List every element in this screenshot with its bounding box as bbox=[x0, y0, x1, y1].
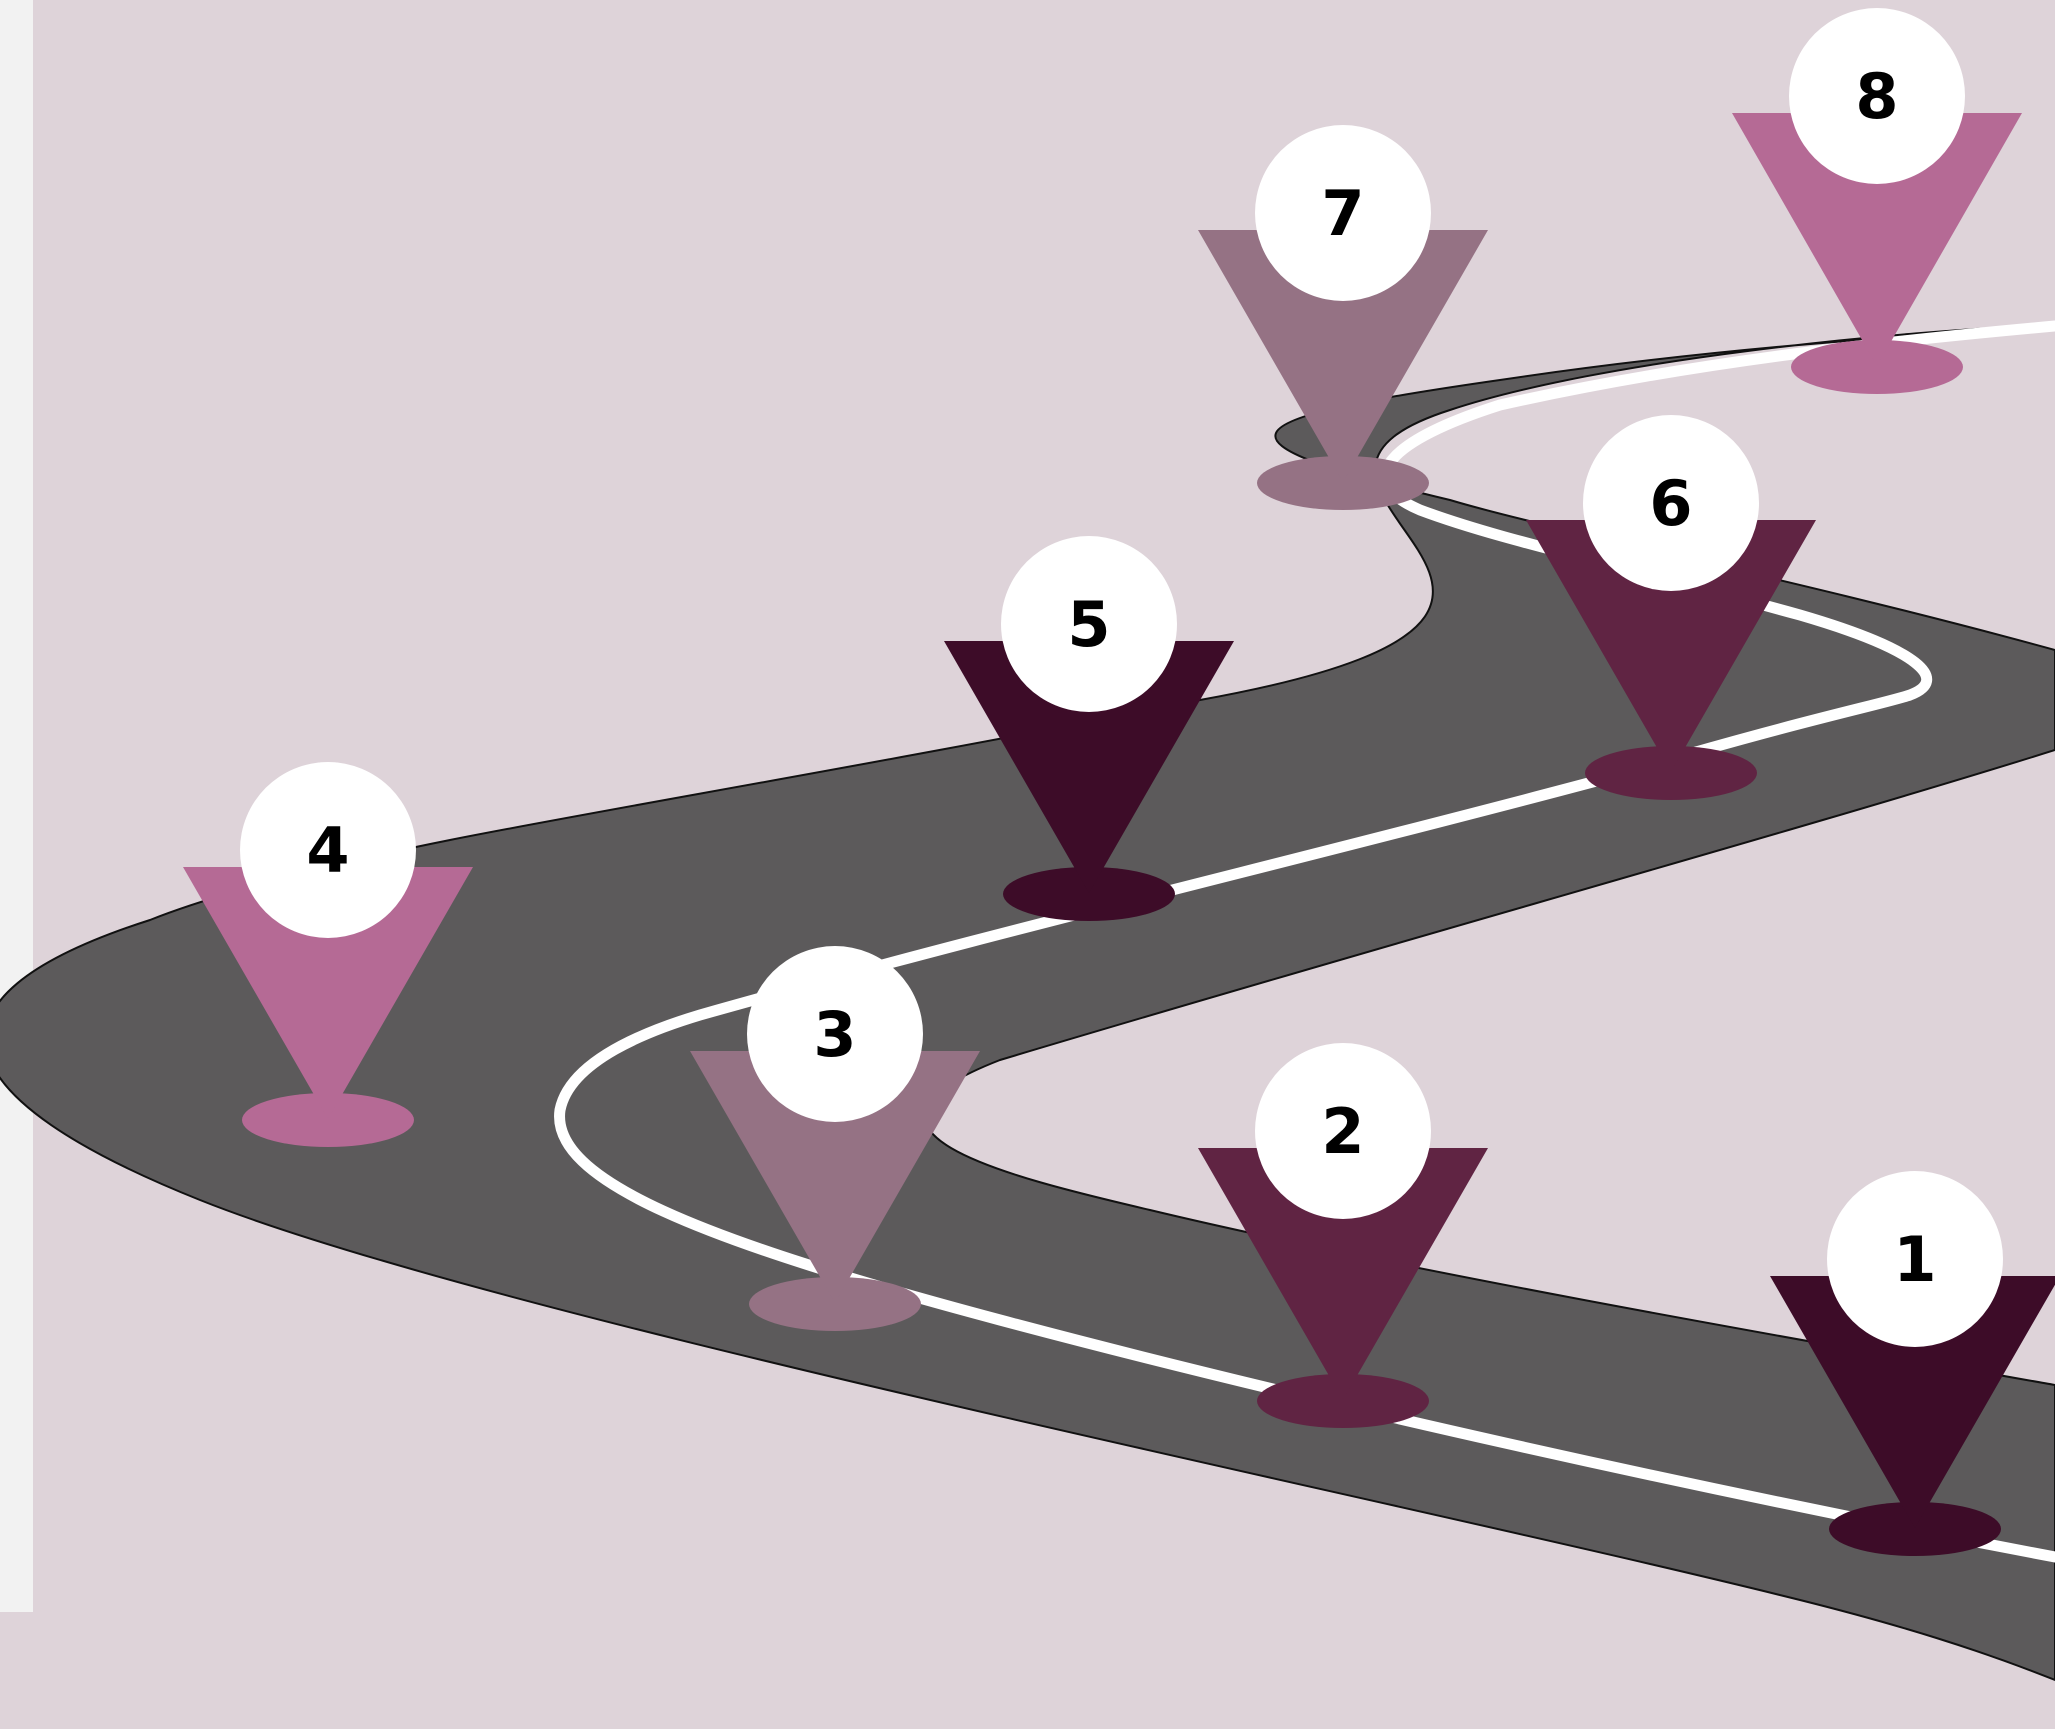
milestone-marker-7: 7 bbox=[1198, 125, 1488, 510]
marker-number: 2 bbox=[1321, 1095, 1364, 1168]
marker-number: 3 bbox=[813, 998, 856, 1071]
side-panel-corner bbox=[0, 1580, 33, 1612]
side-panel bbox=[0, 0, 33, 1612]
marker-number: 7 bbox=[1321, 177, 1364, 250]
marker-number: 4 bbox=[306, 814, 349, 887]
marker-number: 6 bbox=[1649, 467, 1692, 540]
marker-number: 1 bbox=[1893, 1223, 1936, 1296]
marker-number: 8 bbox=[1855, 60, 1898, 133]
marker-number: 5 bbox=[1067, 588, 1110, 661]
